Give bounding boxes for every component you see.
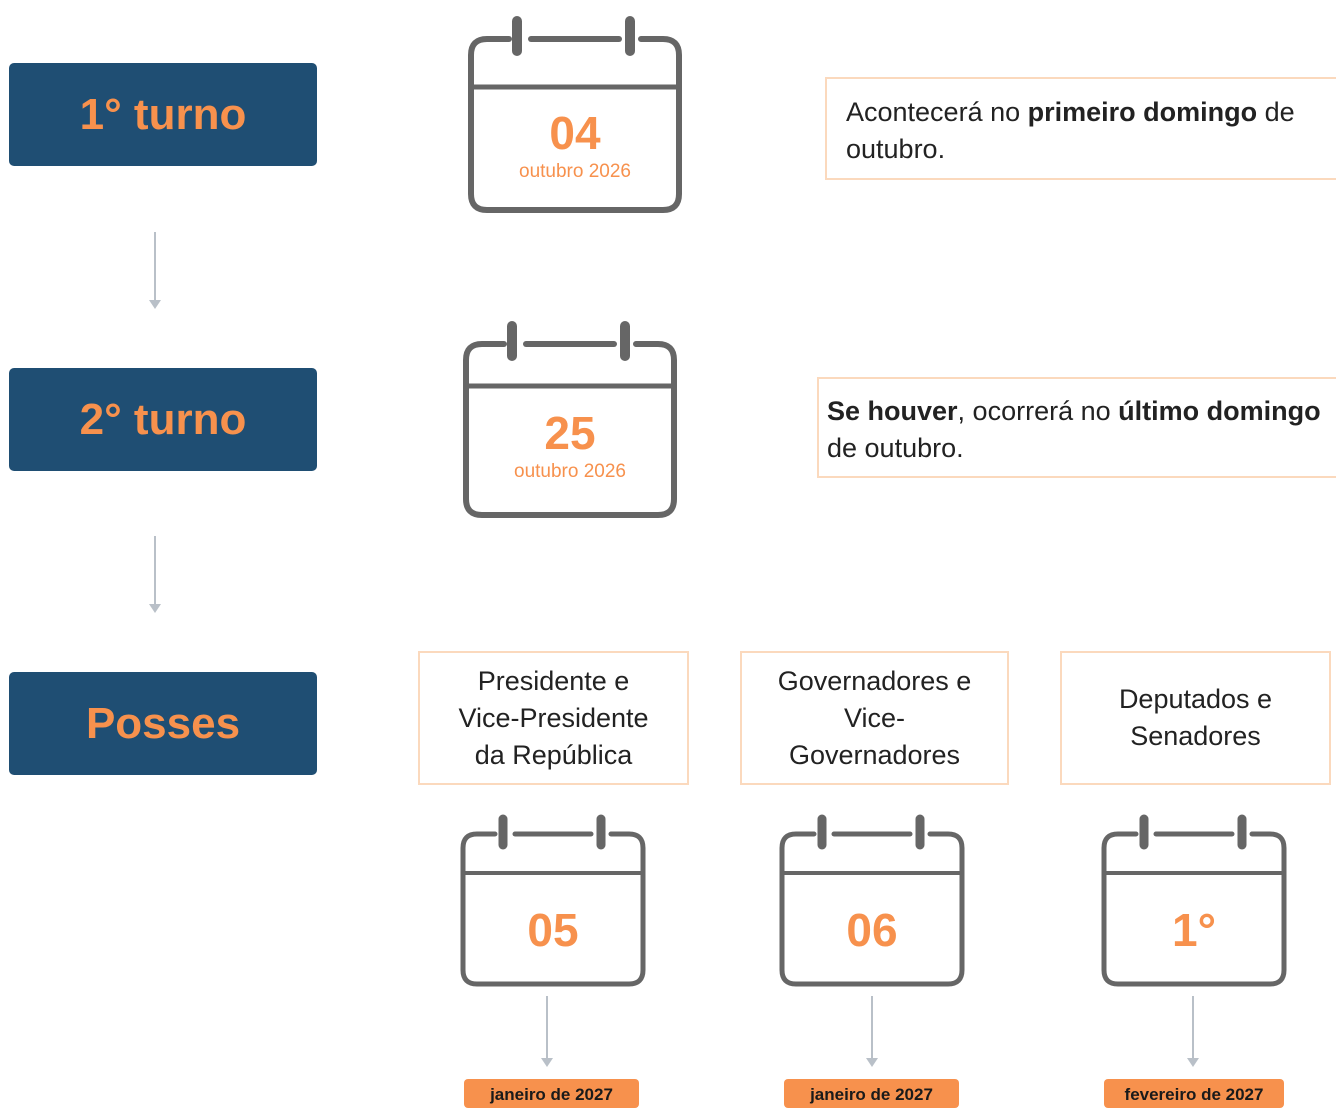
first-round-note-emphasis: primeiro domingo xyxy=(1027,97,1258,127)
calendar-month: outubro 2026 xyxy=(519,161,631,182)
stage-first-round: 1° turno xyxy=(9,63,317,166)
calendar-day: 05 xyxy=(527,904,579,956)
second-round-note-emphasis-1: Se houver xyxy=(827,396,958,426)
stage-second-round: 2° turno xyxy=(9,368,317,471)
calendar-day: 1° xyxy=(1172,904,1216,956)
stage-first-round-label: 1° turno xyxy=(79,89,247,139)
date-badge: janeiro de 2027 xyxy=(464,1079,639,1108)
stage-second-round-label: 2° turno xyxy=(79,394,247,444)
role-governors: Governadores e Vice-Governadores xyxy=(740,651,1009,785)
calendar-day: 25 xyxy=(544,407,596,459)
date-badge: fevereiro de 2027 xyxy=(1104,1079,1284,1108)
calendar-month: outubro 2026 xyxy=(514,461,626,482)
calendar-icon: 1° xyxy=(1101,814,1287,987)
stage-posses-label: Posses xyxy=(85,698,241,748)
calendar-day: 06 xyxy=(846,904,898,956)
role-president: Presidente e Vice-Presidente da Repúblic… xyxy=(418,651,689,785)
role-deputies-senators: Deputados e Senadores xyxy=(1060,651,1331,785)
calendar-icon: 25 outubro 2026 xyxy=(463,321,677,519)
stage-posses: Posses xyxy=(9,672,317,775)
first-round-note: Acontecerá no primeiro domingo de outubr… xyxy=(825,77,1336,180)
calendar-icon: 04 outubro 2026 xyxy=(468,16,682,214)
second-round-note-emphasis-2: último domingo xyxy=(1118,396,1321,426)
calendar-icon: 06 xyxy=(779,814,965,987)
calendar-day: 04 xyxy=(549,107,601,159)
second-round-note: Se houver, ocorrerá no último domingo de… xyxy=(817,377,1336,478)
calendar-icon: 05 xyxy=(460,814,646,987)
date-badge: janeiro de 2027 xyxy=(784,1079,959,1108)
